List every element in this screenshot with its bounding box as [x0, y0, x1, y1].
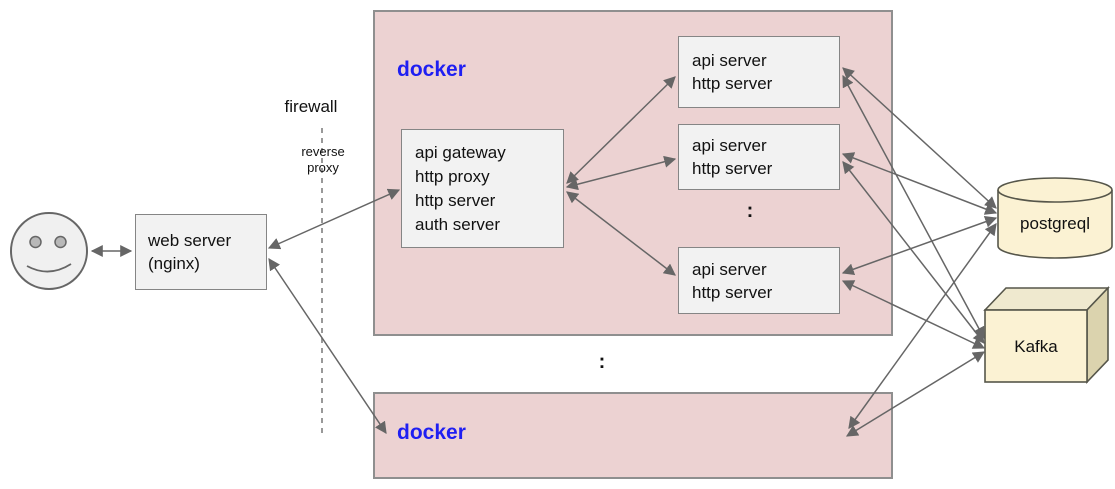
edge-docker_bottom-to-kafka: [845, 351, 986, 437]
edge-docker_bottom-to-postgresql_db: [848, 223, 997, 429]
edge-api_server_3-to-postgresql_db: [841, 216, 998, 275]
api-gateway-line3: http server: [415, 190, 496, 210]
reverse-proxy-line2: proxy: [307, 160, 339, 175]
postgresql-label: postgreql: [1020, 214, 1090, 233]
reverse-proxy-label: reverse proxy: [301, 144, 344, 176]
reverse-proxy-line1: reverse: [301, 144, 345, 159]
edge-api_gateway-to-api_server_2: [565, 155, 677, 191]
kafka-cube: [983, 286, 1110, 384]
api-gateway-line4: auth server: [415, 214, 501, 234]
edge-api_gateway-to-api_server_1: [566, 76, 676, 184]
api-server-1-line1: api server: [692, 51, 767, 70]
api-server-node-3: api server http server: [678, 247, 840, 314]
edge-api_server_2-to-postgresql_db: [841, 152, 998, 215]
firewall-label: firewall: [284, 97, 338, 116]
api-server-3-line1: api server: [692, 259, 767, 279]
edge-api_gateway-to-api_server_3: [566, 191, 676, 276]
api-server-node-2: api server http server: [678, 124, 840, 190]
web-server-line2: (nginx): [148, 254, 200, 273]
edge-api_server_1-to-postgresql_db: [842, 67, 997, 209]
api-servers-ellipsis: :: [746, 200, 754, 222]
postgresql-cylinder: [997, 177, 1113, 259]
api-server-2-line1: api server: [692, 136, 767, 155]
web-server-node: web server (nginx): [135, 214, 267, 290]
api-server-1-line2: http server: [692, 74, 773, 93]
edge-web_server-to-api_gateway: [267, 188, 401, 250]
user-smiley-icon: [10, 212, 88, 290]
edge-api_server_2-to-kafka: [842, 161, 985, 344]
api-gateway-line1: api gateway: [415, 142, 506, 162]
api-server-2-line2: http server: [692, 159, 773, 178]
api-gateway-node: api gateway http proxy http server auth …: [401, 129, 564, 248]
api-gateway-line2: http proxy: [415, 166, 490, 186]
docker-ellipsis: :: [598, 351, 606, 373]
edges-layer: [90, 67, 998, 437]
web-server-line1: web server: [148, 231, 232, 250]
edge-api_server_1-to-kafka: [842, 74, 985, 340]
docker-top-label: docker: [397, 58, 466, 81]
kafka-label: Kafka: [1014, 337, 1058, 356]
docker-container-bottom: [373, 392, 893, 479]
api-server-node-1: api server http server: [678, 36, 840, 108]
docker-bottom-label: docker: [397, 421, 466, 444]
api-server-3-line2: http server: [692, 282, 773, 302]
edge-web_server-to-docker_bottom: [268, 258, 387, 434]
